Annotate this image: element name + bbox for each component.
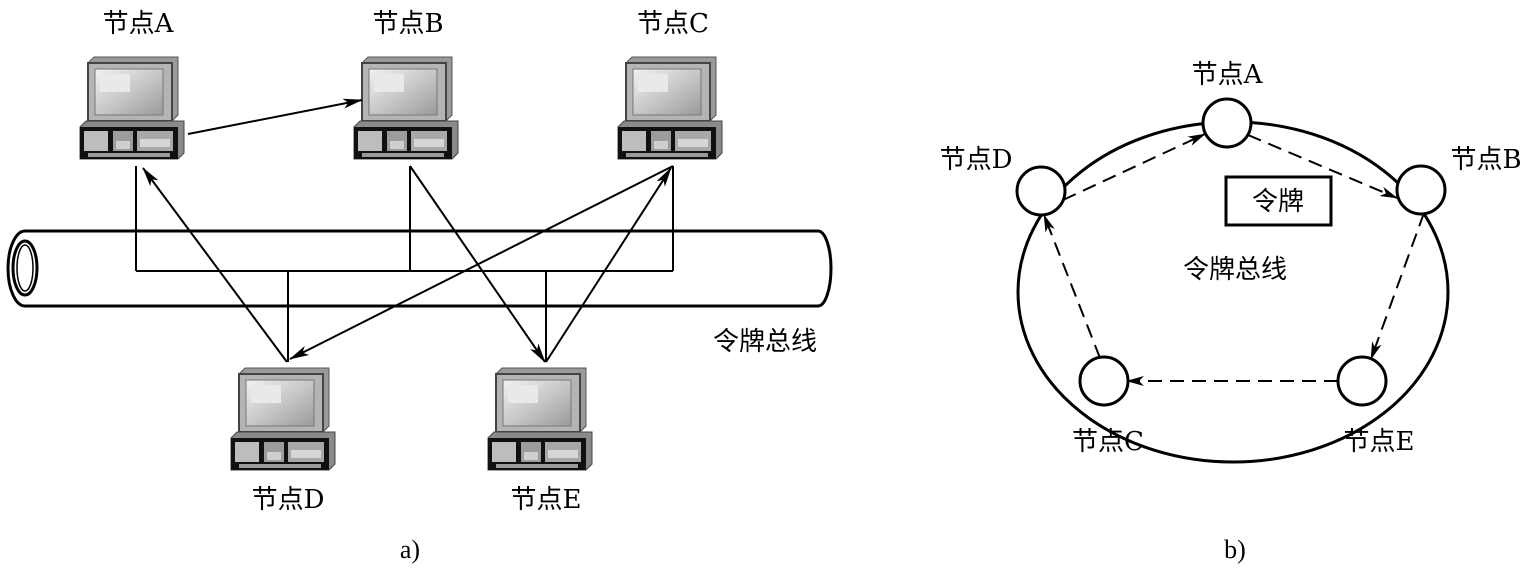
arrow-d-to-a — [142, 167, 288, 363]
node-d-label: 节点D — [940, 145, 1013, 175]
arrow-b-to-e — [1370, 212, 1425, 360]
token-label: 令牌 — [1252, 187, 1304, 217]
token-path — [1043, 133, 1425, 386]
node-b-circle — [1395, 164, 1447, 216]
node-e-label: 节点E — [511, 485, 582, 515]
computer-icon-node-d — [230, 367, 336, 471]
node-b-label: 节点B — [372, 9, 443, 39]
node-b-label: 节点B — [1450, 145, 1521, 175]
computer-icon-node-c — [617, 56, 723, 160]
node-c-label: 节点C — [1072, 427, 1144, 457]
node-e-circle — [1336, 355, 1388, 407]
bus-wiring — [135, 166, 674, 362]
bus-label: 令牌总线 — [713, 327, 817, 357]
arrow-e-to-c — [545, 167, 672, 363]
arrow-a-to-b — [187, 98, 363, 135]
node-d-label: 节点D — [252, 485, 325, 515]
panel-b: 令牌 令牌总线 节点A 节点B 节点D 节点C 节点E b) — [940, 60, 1522, 564]
computer-icon-node-b — [353, 56, 459, 160]
token-box — [1224, 175, 1333, 227]
caption-b: b) — [1224, 535, 1246, 564]
node-d-circle — [1015, 165, 1067, 217]
caption-a: a) — [400, 535, 420, 564]
node-a-circle — [1201, 97, 1253, 149]
node-a-label: 节点A — [1192, 60, 1264, 90]
arrow-c-to-d — [289, 165, 674, 360]
token-arrows — [142, 98, 674, 363]
arrow-c-to-d — [1043, 214, 1101, 359]
panel-a: 节点A 节点B 节点C 节点D 节点E 令牌总线 a) — [6, 9, 833, 564]
node-c-circle — [1078, 355, 1130, 407]
bus-pipe — [6, 229, 833, 308]
node-c-label: 节点C — [637, 9, 709, 39]
arrow-a-to-b — [1247, 134, 1398, 199]
bus-ring — [1016, 120, 1450, 464]
node-a-label: 节点A — [103, 9, 175, 39]
computer-icon-node-a — [79, 56, 185, 160]
node-e-label: 节点E — [1344, 427, 1415, 457]
arrow-d-to-a — [1062, 133, 1206, 201]
ring-label: 令牌总线 — [1183, 255, 1287, 285]
computer-icon-node-e — [487, 367, 593, 471]
